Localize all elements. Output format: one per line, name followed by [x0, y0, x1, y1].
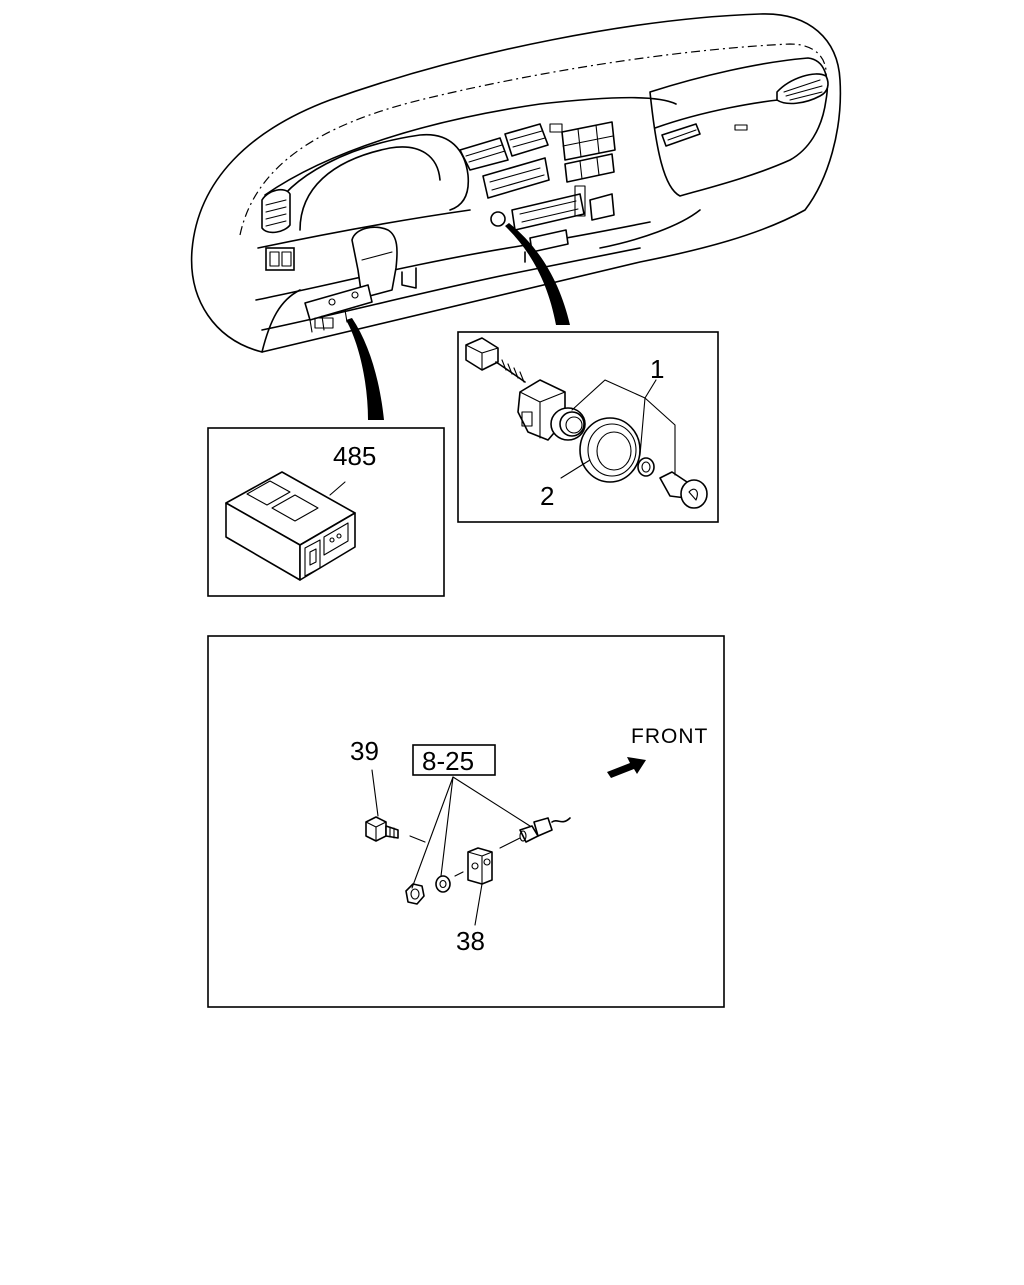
bracket	[467, 847, 493, 885]
retainer-ring	[637, 457, 655, 477]
sensor	[499, 817, 571, 849]
front-label: FRONT	[631, 725, 708, 748]
callout-part-485: 485	[333, 441, 376, 471]
detail-inset-frame	[207, 635, 725, 1008]
lighter-connector	[465, 337, 526, 383]
front-arrow-icon	[607, 757, 646, 778]
relay-module	[225, 471, 356, 581]
washer	[435, 875, 451, 893]
bolt	[365, 816, 399, 842]
cigarette-lighter-inset: 1 2	[457, 331, 719, 523]
callout-part-39: 39	[350, 736, 379, 766]
mounting-detail-inset: FRONT 8-25 39	[207, 635, 725, 1008]
callout-part-2: 2	[540, 481, 554, 511]
dashboard-illustration	[190, 13, 842, 420]
relay-module-inset: 485	[207, 427, 445, 597]
callout-part-1: 1	[650, 354, 664, 384]
callout-ref-8-25: 8-25	[422, 746, 474, 776]
lighter-ring	[579, 417, 641, 483]
lighter-socket	[517, 379, 586, 441]
ref-box-8-25	[412, 744, 496, 776]
callout-part-38: 38	[456, 926, 485, 956]
lighter-plug	[659, 471, 708, 509]
